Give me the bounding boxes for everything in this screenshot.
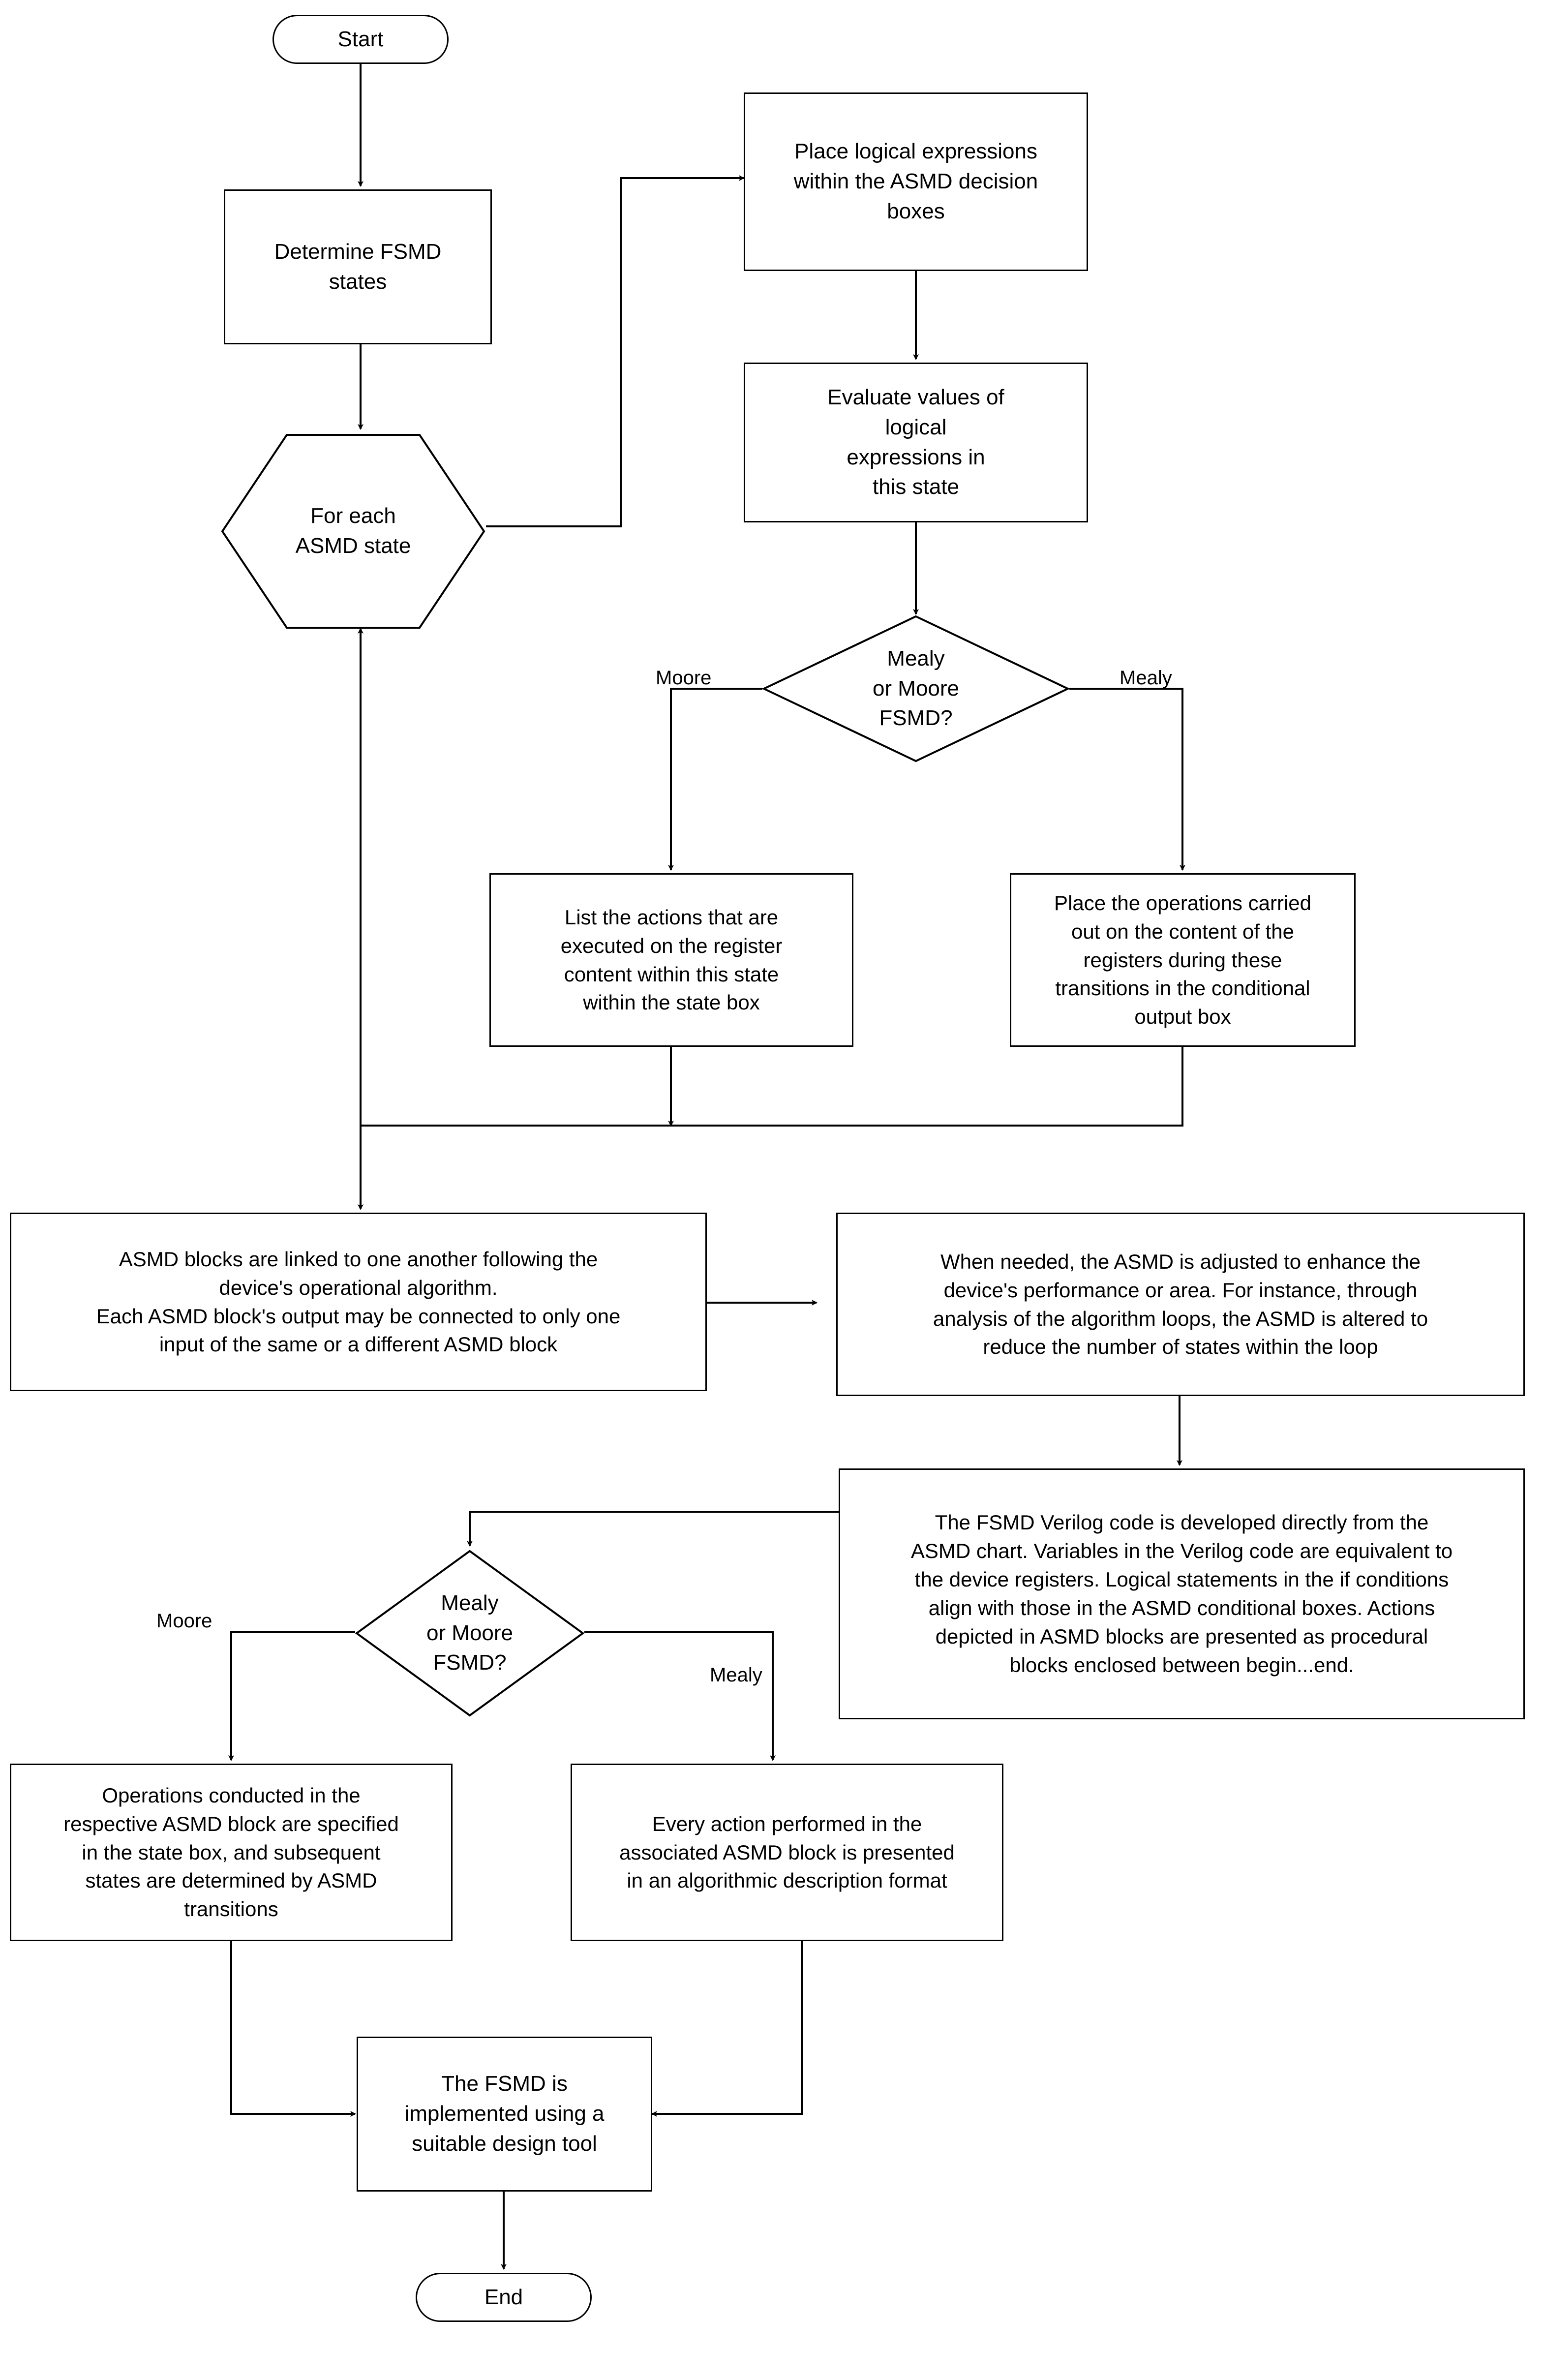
node-every-action[interactable]: Every action performed in the associated… bbox=[571, 1764, 1003, 1941]
diamond-shape-bottom bbox=[355, 1550, 584, 1717]
edge-decision-bottom-mealy bbox=[584, 1631, 776, 1761]
edge-every-action-to-fsmd-implemented bbox=[651, 1941, 803, 2117]
node-fsmd-implemented[interactable]: The FSMD is implemented using a suitable… bbox=[357, 2037, 652, 2192]
node-evaluate-values-label: Evaluate values of logical expressions i… bbox=[827, 385, 1004, 499]
node-asmd-adjusted-label: When needed, the ASMD is adjusted to enh… bbox=[933, 1250, 1428, 1359]
edge-decision-moore-to-list-actions bbox=[668, 688, 762, 871]
node-operations-conducted-label: Operations conducted in the respective A… bbox=[63, 1783, 399, 1921]
node-evaluate-values[interactable]: Evaluate values of logical expressions i… bbox=[744, 363, 1088, 522]
diamond-shape-top bbox=[762, 615, 1069, 763]
node-asmd-blocks-linked-label: ASMD blocks are linked to one another fo… bbox=[96, 1247, 621, 1356]
node-operations-conducted[interactable]: Operations conducted in the respective A… bbox=[10, 1764, 453, 1941]
edge-decision-bottom-moore bbox=[228, 1631, 355, 1761]
node-fsmd-implemented-label: The FSMD is implemented using a suitable… bbox=[404, 2072, 605, 2156]
node-asmd-blocks-linked[interactable]: ASMD blocks are linked to one another fo… bbox=[10, 1213, 707, 1391]
node-start[interactable]: Start bbox=[272, 15, 449, 64]
edge-decision-mealy-to-place-operations bbox=[1069, 688, 1185, 871]
node-list-actions-label: List the actions that are executed on th… bbox=[560, 905, 783, 1014]
edge-verilog-to-decision-bottom bbox=[467, 1511, 839, 1547]
node-end-label: End bbox=[484, 2285, 523, 2309]
node-start-label: Start bbox=[337, 27, 384, 51]
node-every-action-label: Every action performed in the associated… bbox=[619, 1812, 955, 1892]
edge-label-bottom-moore: Moore bbox=[156, 1610, 212, 1632]
node-determine-states[interactable]: Determine FSMD states bbox=[224, 189, 492, 344]
node-for-each-asmd-state-label: For each ASMD state bbox=[295, 504, 411, 558]
node-decision-bottom[interactable]: Mealy or Moore FSMD? bbox=[355, 1550, 584, 1717]
edge-label-bottom-mealy: Mealy bbox=[710, 1664, 762, 1686]
node-decision-bottom-label: Mealy or Moore FSMD? bbox=[426, 1590, 514, 1675]
node-determine-states-label: Determine FSMD states bbox=[274, 239, 442, 294]
edge-foreach-to-place-logical bbox=[486, 175, 745, 527]
hexagon-shape bbox=[221, 434, 485, 629]
node-verilog-code[interactable]: The FSMD Verilog code is developed direc… bbox=[839, 1468, 1525, 1719]
node-place-operations-label: Place the operations carried out on the … bbox=[1054, 891, 1311, 1029]
edge-place-operations-to-merge bbox=[361, 1047, 1183, 1127]
node-list-actions[interactable]: List the actions that are executed on th… bbox=[489, 873, 853, 1047]
edge-label-top-mealy: Mealy bbox=[1120, 667, 1172, 689]
edge-operations-to-fsmd-implemented bbox=[230, 1941, 356, 2117]
node-decision-top-label: Mealy or Moore FSMD? bbox=[872, 646, 960, 731]
edge-label-top-moore: Moore bbox=[656, 667, 712, 689]
node-place-logical-expressions[interactable]: Place logical expressions within the ASM… bbox=[744, 92, 1088, 271]
node-place-logical-expressions-label: Place logical expressions within the ASM… bbox=[793, 139, 1038, 223]
node-place-operations[interactable]: Place the operations carried out on the … bbox=[1010, 873, 1356, 1047]
node-verilog-code-label: The FSMD Verilog code is developed direc… bbox=[910, 1511, 1453, 1677]
node-for-each-asmd-state[interactable]: For each ASMD state bbox=[220, 433, 486, 630]
node-decision-top[interactable]: Mealy or Moore FSMD? bbox=[762, 615, 1069, 763]
node-end[interactable]: End bbox=[416, 2273, 592, 2322]
node-asmd-adjusted[interactable]: When needed, the ASMD is adjusted to enh… bbox=[836, 1213, 1525, 1396]
